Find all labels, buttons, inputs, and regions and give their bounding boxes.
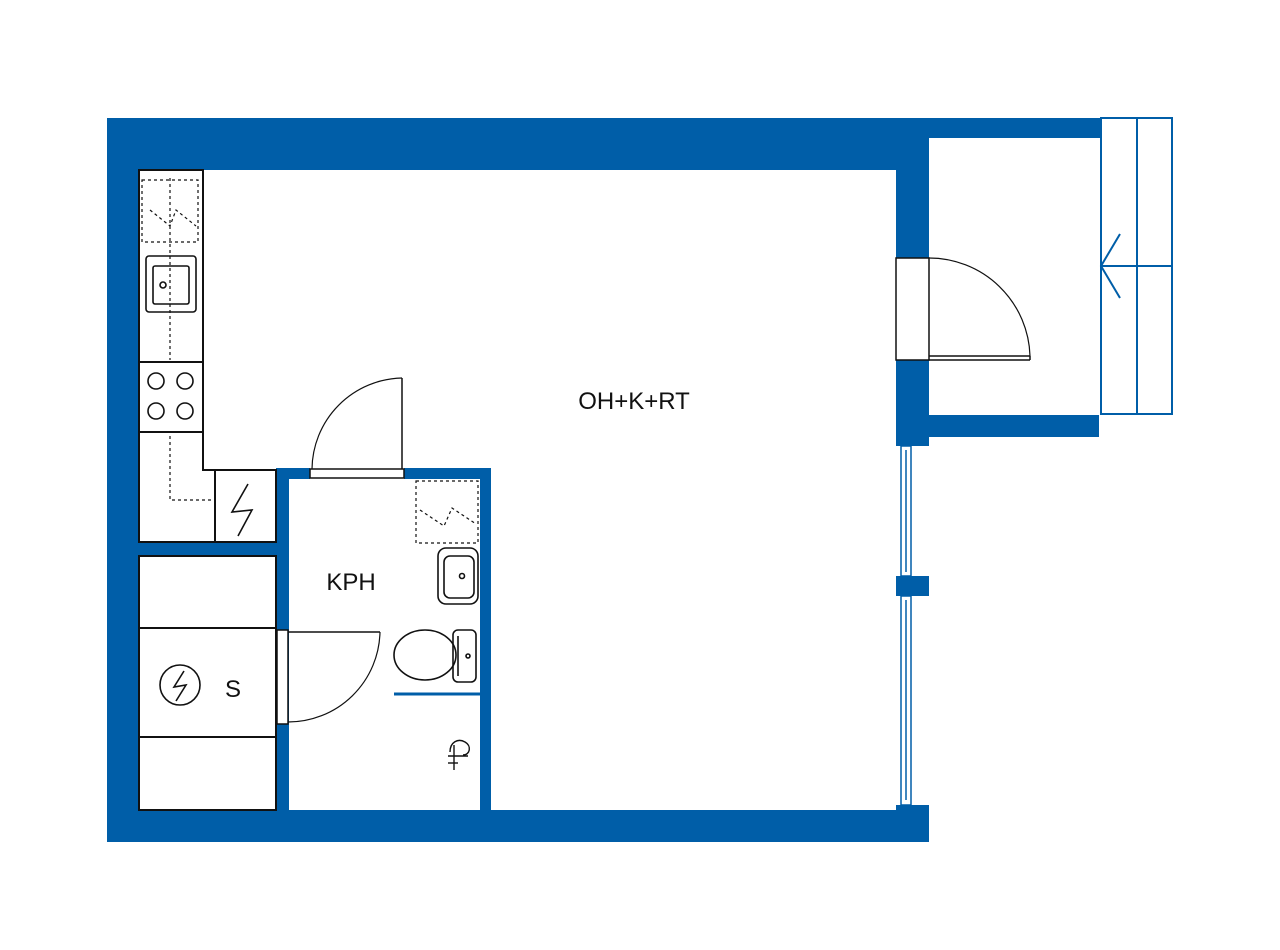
bathroom-door	[309, 377, 405, 479]
closet	[138, 555, 381, 811]
wall-bath-top-a	[276, 468, 310, 479]
electric-panel-icon	[230, 483, 254, 537]
wall-top	[107, 118, 929, 170]
balcony-stairs	[1099, 117, 1173, 415]
wall-right-pillar	[896, 576, 929, 596]
window	[900, 445, 912, 806]
room-label-closet: S	[225, 676, 241, 703]
stair-arrow-icon	[1099, 233, 1121, 299]
sink-icon	[145, 255, 197, 313]
room-label-main: OH+K+RT	[578, 388, 690, 415]
electric-heater-icon	[149, 209, 197, 227]
balcony-door	[895, 257, 1031, 361]
door-swing-icon	[287, 631, 381, 723]
washbasin-icon	[437, 547, 479, 605]
electric-panel-icon	[159, 664, 201, 706]
wall-bath-top-b	[404, 468, 491, 479]
door-frame	[895, 257, 930, 361]
kitchen	[138, 169, 277, 543]
electric-heater-icon	[419, 507, 477, 527]
stove-icon	[147, 372, 194, 420]
wall-bath-right	[480, 468, 491, 810]
wall-balcony-bottom	[929, 415, 1099, 437]
shower-icon	[448, 739, 470, 770]
wall-right-mid	[896, 360, 929, 446]
walls	[107, 118, 1101, 842]
wall-right-upper	[896, 118, 929, 258]
door-swing-icon	[928, 257, 1031, 357]
bathroom-fixtures	[393, 480, 480, 770]
wall-bottom	[107, 810, 929, 842]
wall-right-lower	[896, 805, 929, 842]
wall-closet-divider	[139, 542, 289, 556]
wall-balcony-top	[929, 118, 1101, 138]
wall-left	[107, 118, 139, 842]
room-label-bathroom: KPH	[326, 569, 375, 596]
door-swing-icon	[311, 377, 403, 470]
counter	[138, 169, 277, 543]
toilet-icon	[393, 629, 477, 683]
